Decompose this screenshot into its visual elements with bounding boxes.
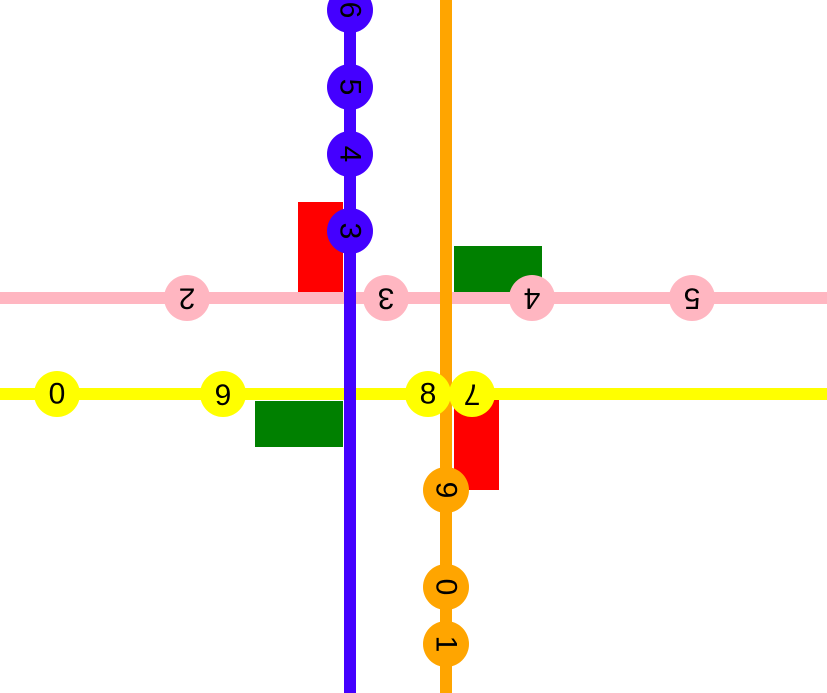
station-label: 9 [430, 482, 463, 499]
station-node: 0 [34, 371, 80, 417]
station-label: 8 [420, 378, 437, 411]
station-circle [200, 371, 246, 417]
station-label: 5 [334, 79, 367, 96]
marker-block-3 [255, 401, 343, 447]
station-circle [423, 564, 469, 610]
station-label: 4 [524, 282, 541, 315]
station-node: 7 [449, 371, 495, 417]
station-label: 3 [378, 282, 395, 315]
station-label: 7 [464, 378, 481, 411]
station-node: 5 [669, 275, 715, 321]
station-circle [327, 131, 373, 177]
station-node: 9 [423, 467, 469, 513]
station-node: 4 [327, 131, 373, 177]
station-label: 4 [334, 146, 367, 163]
station-label: 6 [215, 378, 232, 411]
station-circle [363, 275, 409, 321]
station-circle [327, 208, 373, 254]
station-node: 3 [363, 275, 409, 321]
station-circle [423, 621, 469, 667]
station-node: 4 [509, 275, 555, 321]
station-label: 1 [430, 636, 463, 653]
station-circle [423, 467, 469, 513]
station-node: 3 [327, 208, 373, 254]
station-node: 1 [423, 621, 469, 667]
station-node: 6 [327, 0, 373, 33]
markers-layer [255, 202, 542, 490]
station-node: 6 [200, 371, 246, 417]
station-label: 0 [430, 579, 463, 596]
station-node: 8 [405, 371, 451, 417]
station-circle [509, 275, 555, 321]
station-label: 5 [684, 282, 701, 315]
station-node: 2 [164, 275, 210, 321]
station-circle [327, 0, 373, 33]
station-label: 6 [334, 2, 367, 19]
station-node: 0 [423, 564, 469, 610]
station-circle [164, 275, 210, 321]
station-circle [327, 64, 373, 110]
station-circle [34, 371, 80, 417]
station-label: 2 [179, 282, 196, 315]
station-label: 3 [334, 223, 367, 240]
station-circle [449, 371, 495, 417]
station-node: 5 [327, 64, 373, 110]
station-circle [669, 275, 715, 321]
station-circle [405, 371, 451, 417]
station-label: 0 [49, 378, 66, 411]
